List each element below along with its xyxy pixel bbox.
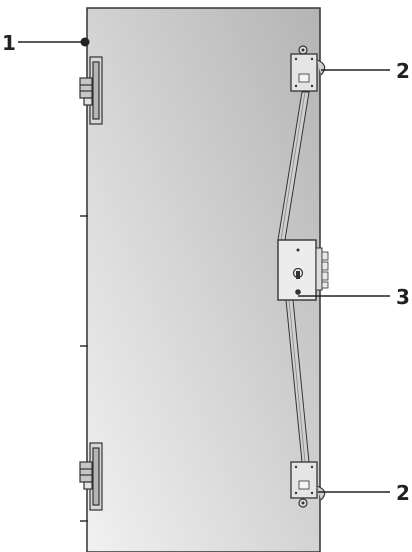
top-lock-bolt [290, 45, 326, 92]
lower-hinge [79, 442, 103, 511]
upper-hinge [79, 56, 103, 125]
hinge-pin [80, 37, 90, 47]
leader-lines [18, 41, 390, 493]
hinge-edge-ticks [80, 215, 88, 522]
callout-label-1: 1 [2, 31, 16, 55]
central-lock [277, 239, 329, 301]
callout-label-2-top: 2 [396, 59, 410, 83]
callout-label-3: 3 [396, 285, 410, 309]
callout-label-2-bottom: 2 [396, 481, 410, 505]
bottom-lock-bolt [290, 461, 326, 508]
